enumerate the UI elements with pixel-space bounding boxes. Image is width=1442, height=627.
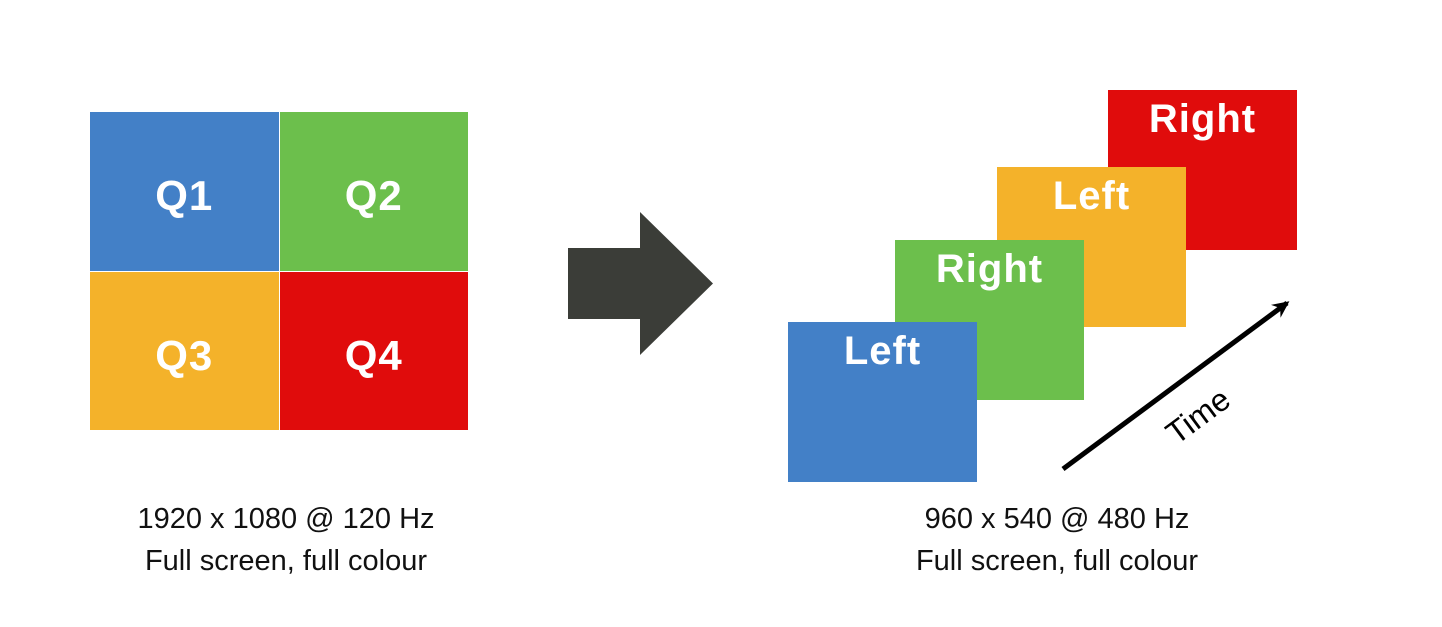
source-caption-mode: Full screen, full colour xyxy=(144,545,428,577)
quadrant-q2: Q2 xyxy=(279,112,468,271)
source-caption: 1920 x 1080 @ 120 Hz Full screen, full c… xyxy=(97,498,475,582)
source-frame-grid: Q1 Q2 Q3 Q4 xyxy=(90,112,468,430)
frame-left-1: Left xyxy=(788,322,977,482)
quadrant-q4: Q4 xyxy=(279,271,468,430)
frame-right-2-label: Right xyxy=(1148,97,1257,141)
transform-arrow-shape xyxy=(568,212,713,355)
quadrant-q1: Q1 xyxy=(90,112,279,271)
frame-right-1-label: Right xyxy=(935,247,1044,291)
frame-left-2-label: Left xyxy=(1052,174,1131,218)
quadrant-q3: Q3 xyxy=(90,271,279,430)
output-caption: 960 x 540 @ 480 Hz Full screen, full col… xyxy=(868,498,1246,582)
time-axis-arrow-icon xyxy=(1061,300,1290,472)
frame-left-1-label: Left xyxy=(843,329,922,373)
source-caption-resolution: 1920 x 1080 @ 120 Hz xyxy=(137,503,435,535)
transform-arrow-icon xyxy=(568,212,713,355)
output-caption-resolution: 960 x 540 @ 480 Hz xyxy=(924,503,1190,535)
output-caption-mode: Full screen, full colour xyxy=(915,545,1199,577)
